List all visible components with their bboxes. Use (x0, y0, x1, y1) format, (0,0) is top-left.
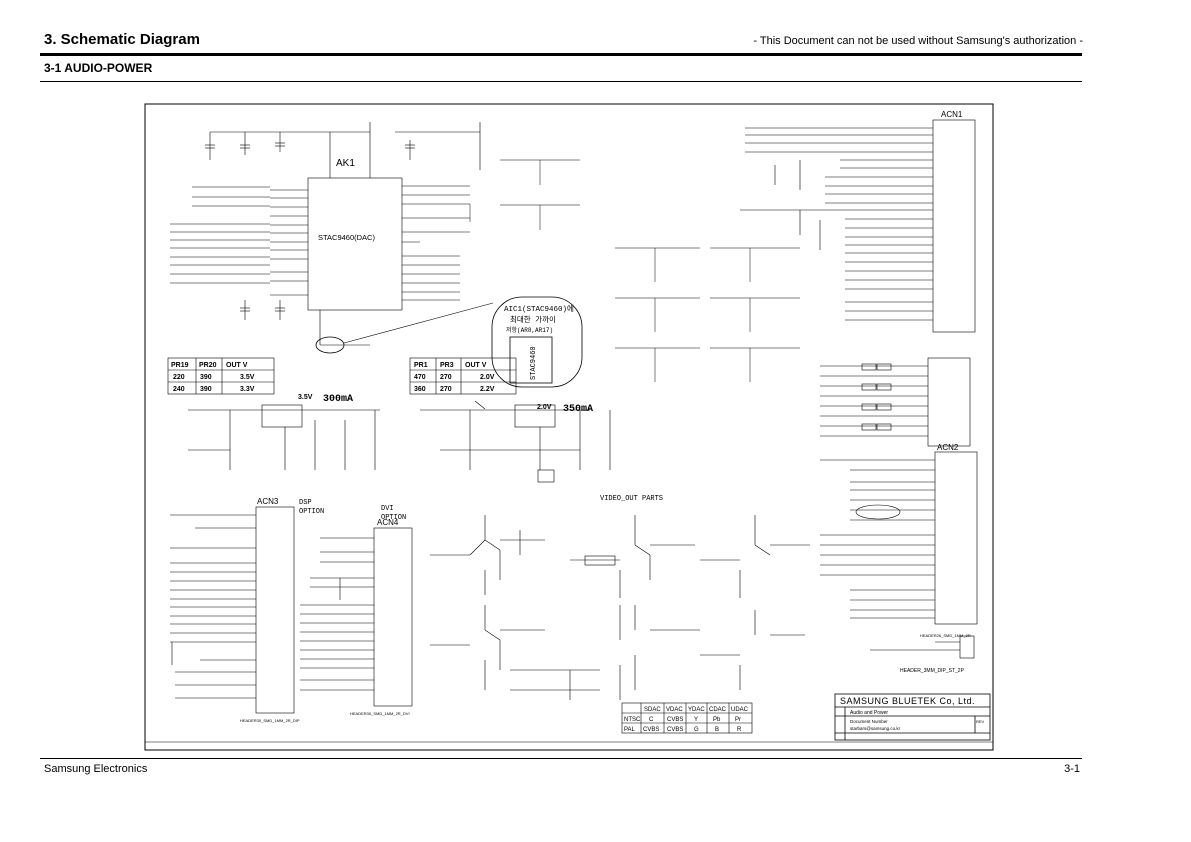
table-1-text: PR19 PR20 OUT V 220 390 3.5V 240 390 3.3… (171, 362, 255, 393)
video-out-section (430, 515, 810, 700)
acn-header-label-1: HEADER_3MM_DIP_ST_2P (900, 668, 965, 674)
acn4-connector (300, 527, 413, 707)
page-title: 3. Schematic Diagram (44, 31, 200, 48)
table1-r0c0: 220 (173, 374, 185, 381)
title-block-company: SAMSUNG BLUETEK Co, Ltd. (840, 696, 975, 706)
dac-r1c5: R (737, 727, 742, 733)
table1-r1c1: 390 (200, 386, 212, 393)
callout-parts: 저항(AR8,AR17) (506, 326, 553, 334)
table1-r0c1: 390 (200, 374, 212, 381)
table2-r0c0: 470 (414, 374, 426, 381)
title-block (834, 693, 991, 741)
table2-h2: OUT V (465, 362, 487, 369)
dac-r0c3: Y (694, 717, 698, 723)
table1-r1c2: 3.3V (240, 386, 255, 393)
dac-h2: VDAC (666, 707, 683, 713)
acn4-label: ACN4 (377, 518, 399, 527)
table1-r0c2: 3.5V (240, 374, 255, 381)
table1-h2: OUT V (226, 362, 248, 369)
dac-r1c2: CVBS (667, 727, 683, 733)
acn3-label: ACN3 (257, 497, 279, 506)
reg2-current: 350mA (563, 404, 593, 415)
table-2-text: PR1 PR3 OUT V 470 270 2.0V 360 270 2.2V (414, 362, 495, 393)
dac-r0c4: Pb (713, 717, 721, 723)
title-block-doc: Document Number (850, 719, 888, 724)
header-rule (40, 53, 1082, 56)
table1-h1: PR20 (199, 362, 217, 369)
fcn-connector (820, 357, 971, 447)
ic-main-part: STAC9460(DAC) (318, 233, 375, 242)
resistor-table-1 (167, 357, 275, 395)
acn1-label: ACN1 (941, 110, 963, 119)
dac-h5: UDAC (731, 707, 749, 713)
dvi-option-label-2: OPTION (381, 514, 406, 522)
acn3-header-label: HEADER30_SMD_1MM_2R_DIP (240, 718, 300, 723)
dac-h3: YDAC (688, 707, 705, 713)
acn2-header-label: HEADER26_SMD_1MM_2R (920, 633, 971, 638)
dvi-option-label: DVI (381, 505, 394, 513)
callout-chip: STAC9460 (530, 346, 538, 380)
schematic-frame (144, 103, 994, 751)
table2-r0c1: 270 (440, 374, 452, 381)
dac-r0c2: CVBS (667, 717, 683, 723)
callout-bubble (491, 296, 583, 388)
dac-r1c3: G (694, 727, 699, 733)
dac-r1c4: B (715, 727, 719, 733)
table2-h0: PR1 (414, 362, 428, 369)
title-block-email: starbars@samsung.co.kr (850, 726, 901, 731)
dac-h1: SDAC (644, 707, 661, 713)
table2-r1c2: 2.2V (480, 386, 495, 393)
acn2-label: ACN2 (937, 443, 959, 452)
dac-r0c0: NTSC (624, 717, 641, 723)
dac-r0c5: Pr (735, 717, 741, 723)
dsp-option-label-2: OPTION (299, 508, 324, 516)
reg1-current: 300mA (323, 394, 353, 405)
acn4-header-label: HEADER30_SMD_1MM_2R_DVI (350, 711, 410, 716)
table2-r1c0: 360 (414, 386, 426, 393)
reg1-voltage: 3.5V (298, 394, 313, 401)
callout-line2: 최대한 가까이 (510, 314, 556, 325)
dac-h4: CDAC (709, 707, 727, 713)
dac-table-text: SDAC VDAC YDAC CDAC UDAC NTSC C CVBS Y P… (624, 707, 749, 733)
acn1-connector (740, 119, 976, 333)
video-out-parts-label: VIDEO_OUT PARTS (600, 495, 663, 503)
authorization-note: - This Document can not be used without … (753, 35, 1083, 47)
acn2-connector (820, 451, 978, 659)
ic-main-ref: AK1 (336, 158, 355, 169)
title-block-title: Audio and Power (850, 710, 888, 716)
table2-h1: PR3 (440, 362, 454, 369)
table1-h0: PR19 (171, 362, 189, 369)
filter-section (615, 247, 800, 382)
title-block-rev: REV (976, 719, 985, 724)
table2-r1c1: 270 (440, 386, 452, 393)
table2-r0c2: 2.0V (480, 374, 495, 381)
reg2-voltage: 2.0V (537, 404, 552, 411)
footer-rule (40, 758, 1082, 759)
acn3-connector (170, 506, 295, 714)
section-title: 3-1 AUDIO-POWER (44, 61, 153, 75)
section-rule (40, 81, 1082, 82)
dac-r0c1: C (649, 717, 654, 723)
footer-company: Samsung Electronics (44, 763, 148, 775)
page-number: 3-1 (1064, 763, 1080, 775)
dac-table (621, 702, 753, 734)
regulator-section (188, 400, 611, 483)
dac-section (170, 122, 580, 354)
callout-title: AIC1(STAC9460)에 (504, 304, 574, 314)
table1-r1c0: 240 (173, 386, 185, 393)
dac-r1c1: CVBS (643, 727, 659, 733)
dsp-option-label: DSP (299, 499, 312, 507)
dac-r1c0: PAL (624, 727, 636, 733)
resistor-table-2 (409, 357, 517, 395)
